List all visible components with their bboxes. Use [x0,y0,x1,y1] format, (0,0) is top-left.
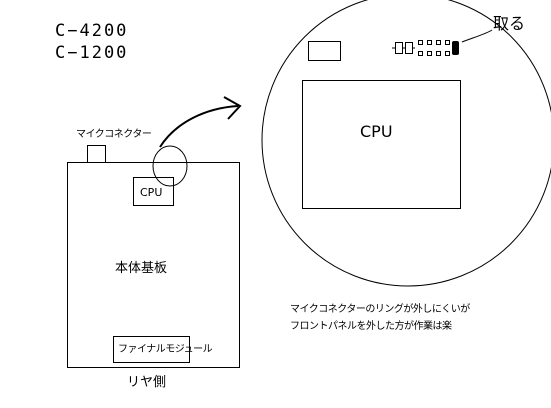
model-name: C−1200 [55,43,129,63]
final-module-label: ファイナルモジュール [118,344,213,355]
pad [445,51,450,56]
cpu-label-small: CPU [140,186,163,199]
cpu-box-large [302,80,461,209]
connector-block [308,41,341,61]
component-cap-1 [395,42,403,54]
final-module-box [113,336,190,363]
pad [436,40,441,45]
pad [436,51,441,56]
part-to-remove [452,41,459,55]
magnified-view-circle [261,0,551,287]
pad [418,40,423,45]
main-board-label: 本体基板 [115,261,168,276]
pad [427,51,432,56]
component-cap-2 [405,42,413,54]
mic-connector-shape [87,145,106,163]
highlight-circle [152,145,188,187]
pointer-arrow [159,105,239,148]
cpu-box-small [133,177,174,206]
pad [418,51,423,56]
mic-connector-label: マイクコネクター [76,129,152,140]
remove-pointer-arrow [461,29,493,43]
note-line-1: マイクコネクターのリングが外しにくいが [290,304,470,315]
model-name: C−4200 [55,21,129,41]
arrow-head [223,96,242,120]
pad [427,40,432,45]
cpu-label-large: CPU [360,122,393,141]
rear-side-label: リヤ側 [127,375,167,390]
pad [445,40,450,45]
note-line-2: フロントパネルを外した方が作業は楽 [290,321,452,332]
remove-label: 取る [493,14,526,33]
